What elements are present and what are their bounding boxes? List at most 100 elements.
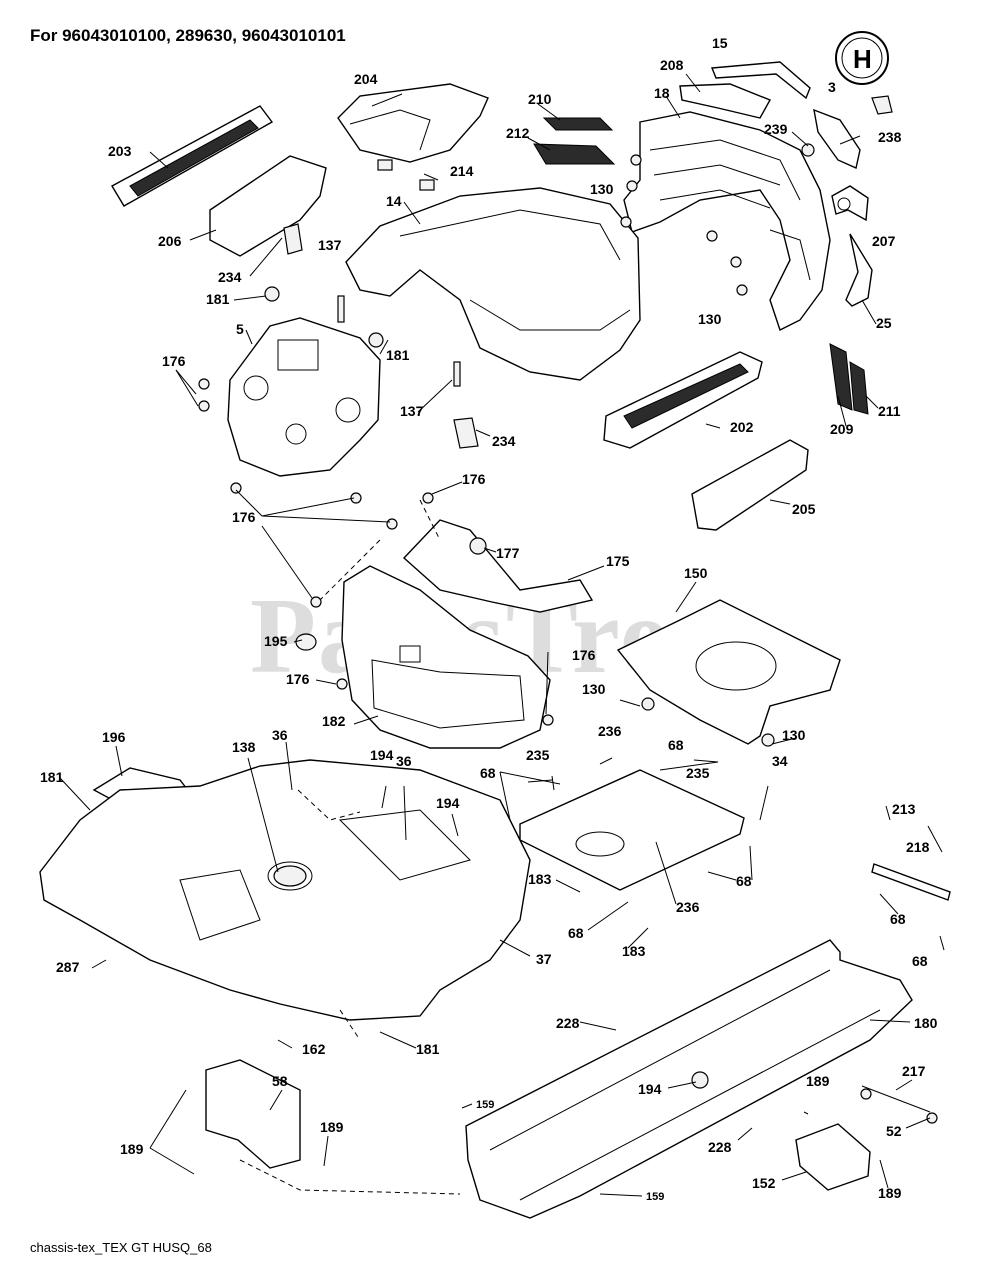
- callout-5: 5: [236, 321, 244, 337]
- part-181-grommet-a[interactable]: [264, 286, 280, 302]
- part-177-nut[interactable]: [469, 537, 487, 555]
- callout-68-a: 68: [668, 737, 684, 753]
- callout-130-c: 130: [582, 681, 606, 697]
- callout-189-d: 189: [878, 1185, 902, 1201]
- part-214-clips[interactable]: [377, 159, 435, 191]
- callout-162: 162: [302, 1041, 326, 1057]
- part-58-bracket[interactable]: [205, 1059, 301, 1169]
- callout-234-a: 234: [218, 269, 242, 285]
- part-175-mount-plate[interactable]: [402, 519, 594, 613]
- callout-176-b: 176: [462, 471, 486, 487]
- callout-181-d: 181: [416, 1041, 440, 1057]
- callout-180: 180: [914, 1015, 938, 1031]
- part-217-rod[interactable]: [860, 1085, 938, 1124]
- callout-181-b: 181: [386, 347, 410, 363]
- callout-labels: 15 3 204 208 210 212 18 239 238 203 214 …: [40, 35, 938, 1203]
- callout-194-a: 194: [370, 747, 394, 763]
- callout-204: 204: [354, 71, 378, 87]
- part-15-trim[interactable]: [711, 61, 811, 100]
- callout-137-a: 137: [318, 237, 342, 253]
- part-218-bracket[interactable]: [871, 863, 951, 901]
- diagram-title: For 96043010100, 289630, 96043010101: [30, 26, 346, 45]
- callout-189-c: 189: [120, 1141, 144, 1157]
- part-180-frame[interactable]: [465, 939, 913, 1219]
- callout-228-b: 228: [708, 1139, 732, 1155]
- part-130-screws[interactable]: [620, 154, 775, 747]
- part-3-emblem[interactable]: [871, 95, 893, 115]
- callout-208: 208: [660, 57, 684, 73]
- callout-36-a: 36: [272, 727, 288, 743]
- part-194-nut[interactable]: [691, 1071, 709, 1089]
- callout-159-a: 159: [476, 1099, 494, 1111]
- callout-209: 209: [830, 421, 854, 437]
- part-211-side-grille[interactable]: [849, 361, 869, 415]
- part-152-shield[interactable]: [795, 1123, 871, 1191]
- callout-152: 152: [752, 1175, 776, 1191]
- part-205-panel[interactable]: [691, 439, 809, 531]
- part-137-strip-b[interactable]: [453, 361, 461, 387]
- part-14-hood[interactable]: [345, 187, 641, 381]
- callout-212: 212: [506, 125, 530, 141]
- part-176-rivets[interactable]: [198, 378, 554, 726]
- callout-130-d: 130: [782, 727, 806, 743]
- callout-68-e: 68: [568, 925, 584, 941]
- part-25-lens[interactable]: [845, 233, 873, 307]
- part-208-bracket[interactable]: [679, 83, 771, 119]
- callout-210: 210: [528, 91, 552, 107]
- callout-181-a: 181: [206, 291, 230, 307]
- part-212-grille[interactable]: [533, 143, 616, 165]
- callout-130-b: 130: [698, 311, 722, 327]
- part-150-footrest-pan[interactable]: [616, 599, 841, 745]
- part-181-grommet-b[interactable]: [368, 332, 384, 348]
- part-234-cover-b[interactable]: [453, 417, 479, 449]
- part-5-dash-panel[interactable]: [227, 317, 381, 477]
- callout-217: 217: [902, 1063, 926, 1079]
- callout-236-b: 236: [676, 899, 700, 915]
- callout-68-b: 68: [480, 765, 496, 781]
- callout-287: 287: [56, 959, 80, 975]
- callout-175: 175: [606, 553, 630, 569]
- part-210-grille[interactable]: [542, 117, 614, 131]
- callout-52: 52: [886, 1123, 902, 1139]
- callout-159-b: 159: [646, 1191, 664, 1203]
- callout-182: 182: [322, 713, 346, 729]
- part-207-headlight[interactable]: [831, 185, 869, 222]
- callout-236-a: 236: [598, 723, 622, 739]
- part-239-grommet[interactable]: [801, 143, 815, 157]
- leader-lines: [59, 73, 945, 1197]
- part-202-front-grille[interactable]: [603, 351, 763, 449]
- callout-68-d: 68: [890, 911, 906, 927]
- callout-37: 37: [536, 951, 552, 967]
- callout-137-b: 137: [400, 403, 424, 419]
- part-234-cover-a[interactable]: [283, 223, 303, 255]
- callout-218: 218: [906, 839, 930, 855]
- part-138-cup[interactable]: [273, 865, 307, 887]
- callout-235-b: 235: [686, 765, 710, 781]
- callout-130-a: 130: [590, 181, 614, 197]
- callout-238: 238: [878, 129, 902, 145]
- part-203-bumper-grille[interactable]: [111, 105, 274, 207]
- callout-138: 138: [232, 739, 256, 755]
- callout-213: 213: [892, 801, 916, 817]
- callout-176-a: 176: [162, 353, 186, 369]
- part-137-strip-a[interactable]: [337, 295, 345, 323]
- callout-211: 211: [878, 403, 901, 419]
- callout-177: 177: [496, 545, 520, 561]
- callout-15: 15: [712, 35, 728, 51]
- part-18-hood-front[interactable]: [623, 111, 831, 331]
- callout-36-b: 36: [396, 753, 412, 769]
- callout-195: 195: [264, 633, 288, 649]
- callout-239: 239: [764, 121, 788, 137]
- part-204-seat-cover[interactable]: [337, 83, 489, 163]
- part-37-rear-fender[interactable]: [39, 759, 531, 1021]
- part-206-panel[interactable]: [209, 155, 327, 257]
- part-34-seat-plate[interactable]: [519, 769, 745, 891]
- callout-203: 203: [108, 143, 132, 159]
- part-195-plug[interactable]: [295, 633, 317, 651]
- part-238-bracket[interactable]: [813, 108, 861, 169]
- part-209-side-grille[interactable]: [829, 343, 853, 411]
- part-182-console[interactable]: [341, 565, 551, 749]
- callout-34: 34: [772, 753, 788, 769]
- callout-235-a: 235: [526, 747, 550, 763]
- callout-202: 202: [730, 419, 754, 435]
